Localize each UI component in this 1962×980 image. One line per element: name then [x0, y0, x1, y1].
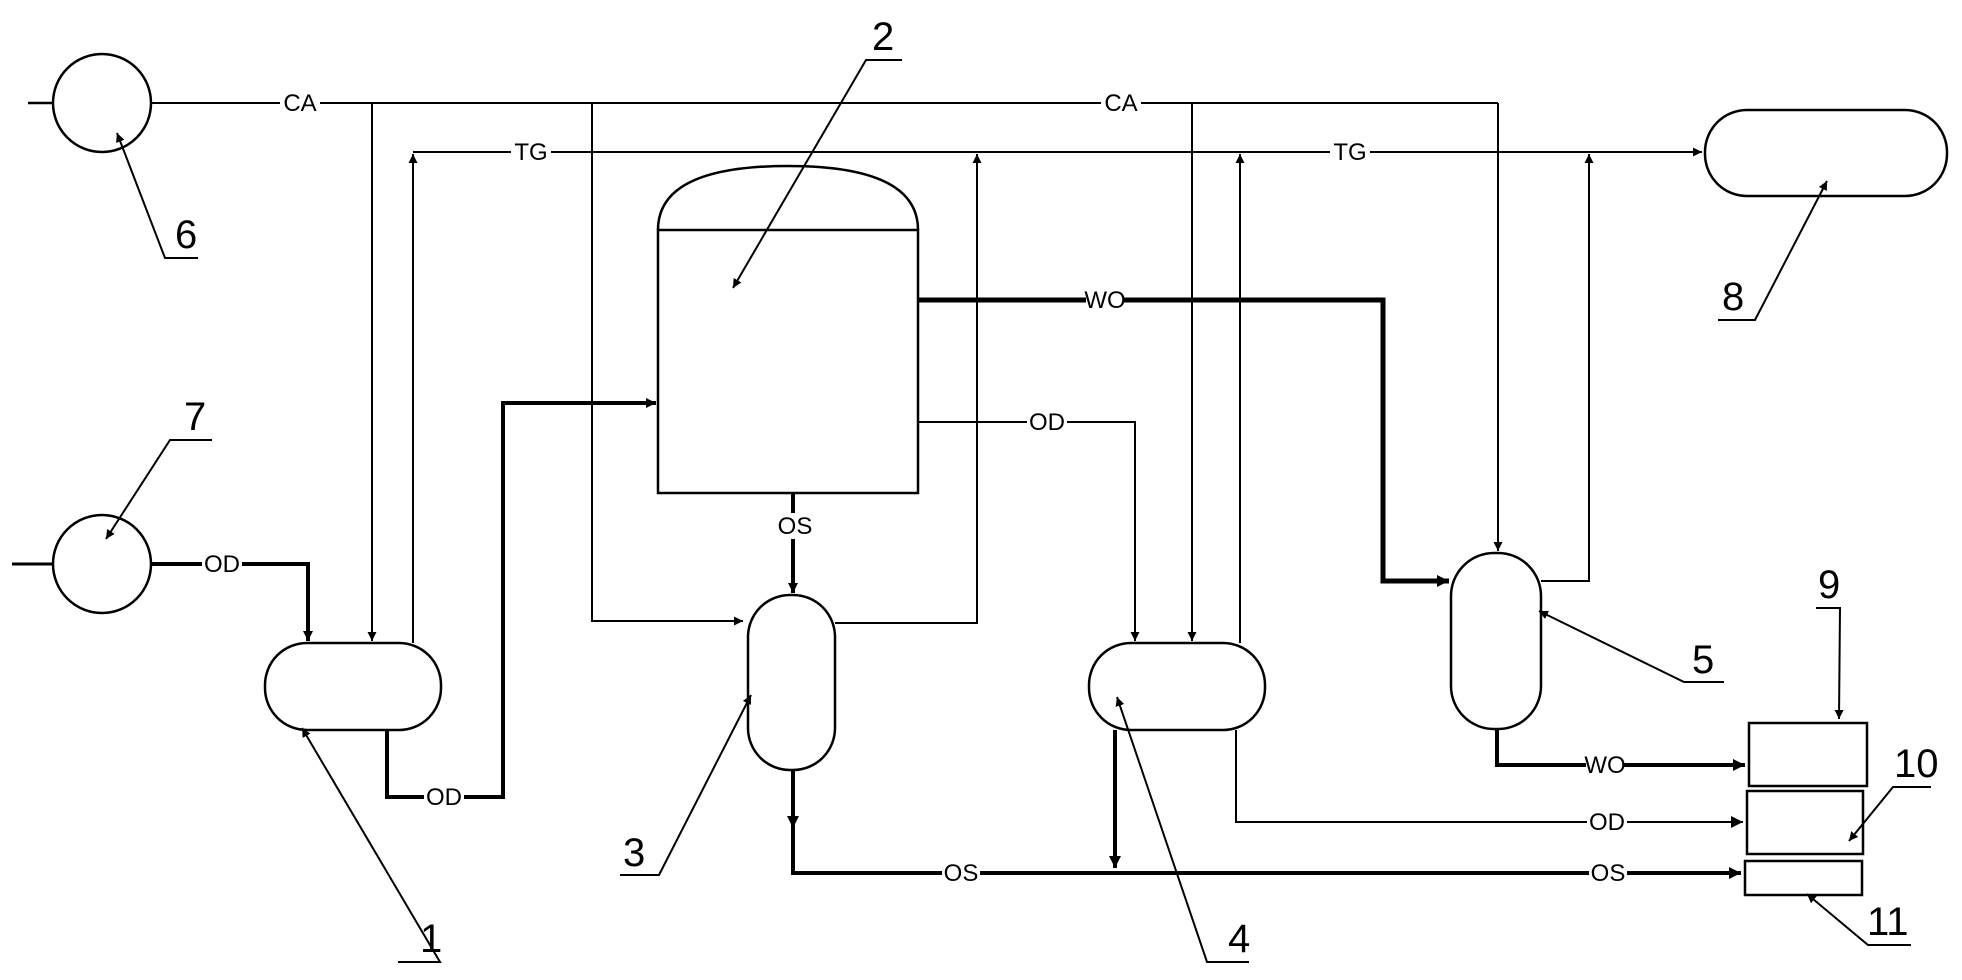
label-od-7: OD [204, 551, 240, 578]
number-2: 2 [872, 15, 894, 59]
number-6: 6 [175, 213, 197, 257]
os-header [791, 823, 1741, 879]
tg-riser-from-5 [1541, 154, 1594, 582]
label-wo-1: WO [1084, 287, 1125, 314]
label-od-1: OD [426, 784, 462, 811]
equipment-2-tank [656, 228, 920, 495]
wo-5-to-9 [1495, 729, 1745, 771]
leader-4 [1115, 696, 1249, 963]
tg-riser-from-3 [835, 154, 982, 624]
equipment-7-circle [51, 513, 153, 615]
number-1: 1 [420, 917, 442, 961]
number-9: 9 [1818, 563, 1840, 607]
leader-6 [116, 132, 198, 259]
number-5: 5 [1692, 638, 1714, 682]
number-10: 10 [1894, 742, 1939, 786]
number-4: 4 [1228, 917, 1250, 961]
leader-7 [105, 439, 212, 540]
leader-1 [301, 727, 442, 963]
od-4-to-10 [1235, 730, 1743, 828]
label-os-header: OS [944, 860, 979, 887]
od-2-to-4 [918, 421, 1140, 641]
label-od-10: OD [1589, 809, 1625, 836]
label-od-2-to-4: OD [1029, 409, 1065, 436]
label-tg-2: TG [1333, 139, 1366, 166]
equipment-2-dome [656, 164, 920, 231]
number-7: 7 [184, 395, 206, 439]
equipment-10-box [1745, 789, 1865, 856]
label-os-11: OS [1591, 860, 1626, 887]
ca-drop-to-3 [591, 103, 743, 626]
label-os-2: OS [778, 513, 813, 540]
equipment-11-box [1743, 859, 1864, 897]
od-1-to-2 [385, 398, 656, 799]
equipment-5-vessel [1449, 551, 1543, 731]
number-11: 11 [1867, 900, 1909, 944]
label-ca-1: CA [283, 90, 316, 117]
equipment-8-vessel [1703, 108, 1949, 198]
leader-3 [620, 694, 752, 876]
leader-2 [732, 59, 902, 289]
leader-10 [1848, 786, 1931, 842]
number-3: 3 [623, 831, 645, 875]
label-tg-1: TG [514, 139, 547, 166]
leader-9 [1816, 607, 1844, 720]
number-8: 8 [1722, 275, 1744, 319]
label-ca-2: CA [1104, 90, 1137, 117]
leader-11 [1806, 893, 1911, 946]
equipment-6-circle [51, 52, 153, 154]
wo-2-to-5 [918, 297, 1449, 587]
leader-5 [1538, 610, 1724, 683]
equipment-4-vessel [1087, 641, 1267, 732]
equipment-1-vessel [263, 641, 443, 732]
equipment-3-vessel [746, 593, 837, 772]
leader-8 [1718, 180, 1828, 321]
label-wo-2: WO [1584, 752, 1625, 779]
equipment-9-box [1747, 721, 1869, 788]
